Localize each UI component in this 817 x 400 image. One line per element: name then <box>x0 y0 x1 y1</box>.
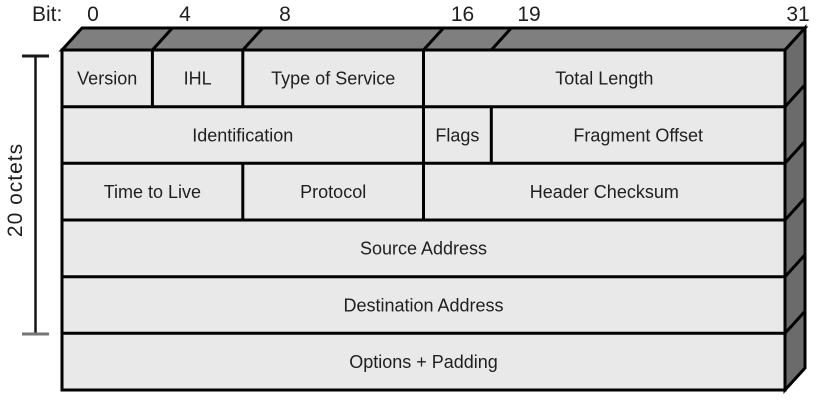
top-face-divider-bit16 <box>422 26 445 52</box>
field-labels: Version IHL Type of Service Total Length… <box>77 69 703 372</box>
bit-axis-label: Bit: <box>32 3 62 26</box>
field-ihl: IHL <box>184 69 212 89</box>
side-face-divider-row5 <box>783 310 807 335</box>
field-options-padding: Options + Padding <box>349 352 498 372</box>
field-protocol: Protocol <box>300 182 366 202</box>
bit-tick-4: 4 <box>179 3 191 26</box>
side-face-divider-row4 <box>783 253 807 278</box>
side-face-divider-row3 <box>783 196 807 222</box>
field-total-length: Total Length <box>555 69 653 89</box>
side-face <box>783 24 807 394</box>
field-source-address: Source Address <box>360 239 487 259</box>
bit-tick-31: 31 <box>786 3 809 26</box>
bit-tick-19: 19 <box>517 3 540 26</box>
octets-label: 20 octets <box>4 143 27 237</box>
field-version: Version <box>77 69 137 89</box>
top-face-divider-bit4 <box>151 26 174 52</box>
top-face-divider-bit19 <box>490 26 513 52</box>
top-face-divider-bit8 <box>241 26 264 52</box>
bit-axis: Bit: 0 4 8 16 19 31 <box>32 3 810 26</box>
side-face-divider-row1 <box>783 83 807 108</box>
top-face <box>58 26 809 52</box>
field-header-checksum: Header Checksum <box>530 182 679 202</box>
bit-tick-8: 8 <box>279 3 291 26</box>
side-face-divider-row2 <box>783 140 807 165</box>
field-flags: Flags <box>435 125 479 145</box>
field-time-to-live: Time to Live <box>104 182 201 202</box>
field-fragment-offset: Fragment Offset <box>573 125 703 145</box>
bit-tick-0: 0 <box>87 3 99 26</box>
bit-tick-16: 16 <box>451 3 474 26</box>
field-type-of-service: Type of Service <box>271 69 395 89</box>
octets-bracket: 20 octets <box>4 54 49 336</box>
field-identification: Identification <box>192 125 293 145</box>
column-dividers <box>150 50 493 220</box>
field-destination-address: Destination Address <box>343 295 503 315</box>
